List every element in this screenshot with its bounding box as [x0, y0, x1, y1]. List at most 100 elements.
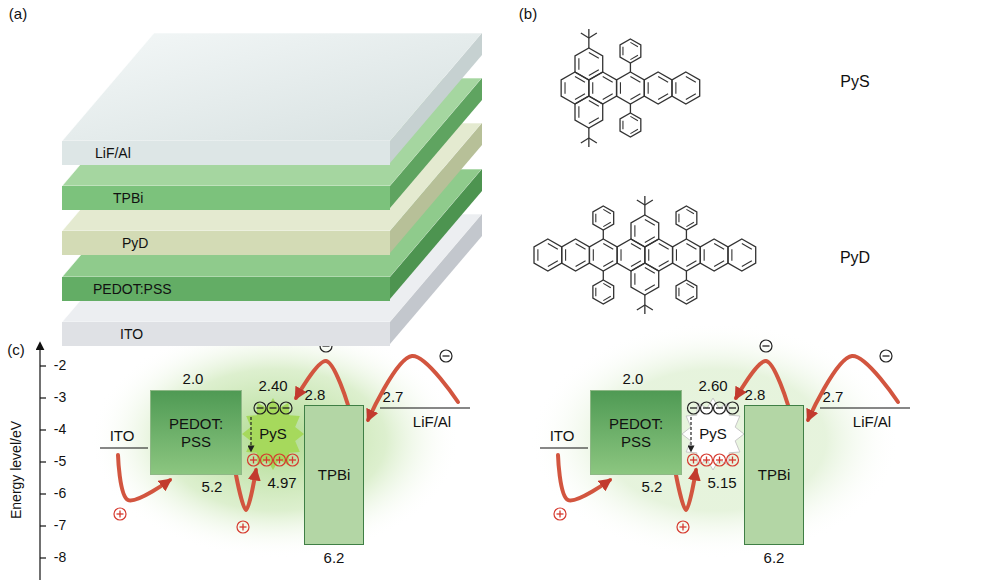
panel-letter: (c) — [7, 342, 25, 359]
hole-symbol — [554, 508, 566, 520]
axis-tick-label: -6 — [54, 486, 66, 501]
double-bond — [603, 209, 610, 213]
energy-value: LiF/Al — [413, 414, 451, 431]
double-bond — [620, 249, 621, 261]
tert-butyl-bond — [588, 128, 589, 138]
ring-bond — [534, 239, 562, 271]
energy-value: 2.8 — [305, 387, 326, 404]
electron-symbol — [254, 402, 266, 414]
double-bond — [589, 118, 599, 124]
energy-value: 2.40 — [258, 378, 287, 395]
axis-title: Energy level/eV — [9, 421, 24, 519]
ring-bond — [593, 206, 614, 230]
axis-tick-label: -7 — [54, 518, 66, 533]
energy-value: 4.97 — [267, 475, 296, 492]
double-bond — [603, 222, 610, 226]
charge-sign — [242, 524, 243, 531]
burst-outline — [682, 398, 744, 470]
ring-bond — [645, 239, 673, 271]
charge-circle — [261, 454, 273, 466]
electron-symbol — [280, 402, 292, 414]
node-text: PyS — [259, 425, 287, 442]
double-bond — [704, 249, 705, 261]
double-bond — [648, 82, 649, 94]
energy-glow — [90, 322, 460, 558]
charge-circle — [440, 350, 452, 362]
electron-symbol — [714, 402, 726, 414]
energy-level-box: TPBi — [744, 405, 804, 545]
double-bond — [537, 249, 538, 261]
double-bond — [731, 249, 732, 261]
double-bond — [645, 219, 655, 225]
charge-circle — [688, 402, 700, 414]
charge-sign — [292, 457, 293, 464]
charge-sign — [443, 355, 450, 356]
hole-symbol — [261, 454, 273, 466]
charge-sign — [703, 407, 710, 408]
energy-value: 2.0 — [183, 371, 204, 388]
double-bond — [675, 82, 676, 94]
compound-name: PyD — [840, 249, 870, 267]
hole-symbol — [727, 454, 739, 466]
electron-symbol — [440, 350, 452, 362]
ring-bond — [620, 113, 641, 137]
charge-circle — [274, 454, 286, 466]
charge-circle — [714, 454, 726, 466]
double-bond — [576, 261, 586, 267]
double-bond — [659, 261, 669, 267]
double-bond — [686, 94, 696, 100]
axis-tick-label: -8 — [54, 550, 66, 565]
charge-sign — [283, 407, 290, 408]
charge-circle — [280, 402, 292, 414]
charge-circle — [287, 454, 299, 466]
axis-tick — [40, 461, 46, 462]
double-bond — [714, 261, 724, 267]
hole-symbol — [248, 454, 260, 466]
charge-transfer-arrow — [736, 361, 788, 405]
node-text: LiF/Al — [95, 145, 131, 161]
hole-symbol — [701, 454, 713, 466]
ring-bond — [617, 72, 645, 104]
energy-value: 2.60 — [698, 378, 727, 395]
double-bond — [548, 243, 558, 249]
energy-value: 2.8 — [745, 387, 766, 404]
charge-circle — [554, 508, 566, 520]
double-bond — [645, 267, 655, 273]
hole-symbol — [237, 521, 249, 533]
double-bond — [648, 249, 649, 261]
charge-circle — [237, 521, 249, 533]
double-bond — [630, 129, 637, 133]
double-bond — [630, 55, 637, 59]
double-bond — [658, 94, 668, 100]
single-bond — [603, 230, 604, 239]
double-bond — [658, 76, 668, 82]
cathode-level-line — [380, 407, 470, 408]
ring-bond — [620, 39, 641, 63]
node-text: PEDOT: PSS — [605, 415, 667, 450]
tert-butyl-bond — [637, 305, 645, 310]
axis-tick-label: -2 — [54, 358, 66, 373]
ring-bond — [575, 96, 603, 128]
panel-letter: (b) — [519, 6, 537, 23]
molecule-structure — [534, 196, 756, 314]
double-bond — [603, 283, 610, 287]
double-bond — [630, 116, 637, 120]
hole-symbol — [114, 508, 126, 520]
ring-bond — [562, 239, 590, 271]
ring-bond — [593, 280, 614, 304]
device-layer: PEDOT:PSS — [62, 277, 390, 301]
double-bond — [634, 273, 635, 285]
energy-value: ITO — [550, 428, 575, 445]
energy-value: 6.2 — [324, 550, 345, 567]
tert-butyl-bond — [588, 138, 589, 147]
double-bond — [630, 76, 640, 82]
axis-tick — [40, 557, 46, 558]
charge-sign — [119, 511, 120, 518]
charge-transfer-arrow — [676, 470, 696, 510]
compound-name: PyS — [840, 73, 869, 91]
double-bond — [634, 225, 635, 237]
recombination-arrow — [250, 417, 251, 451]
axis-tick-label: -5 — [54, 454, 66, 469]
hole-symbol — [274, 454, 286, 466]
